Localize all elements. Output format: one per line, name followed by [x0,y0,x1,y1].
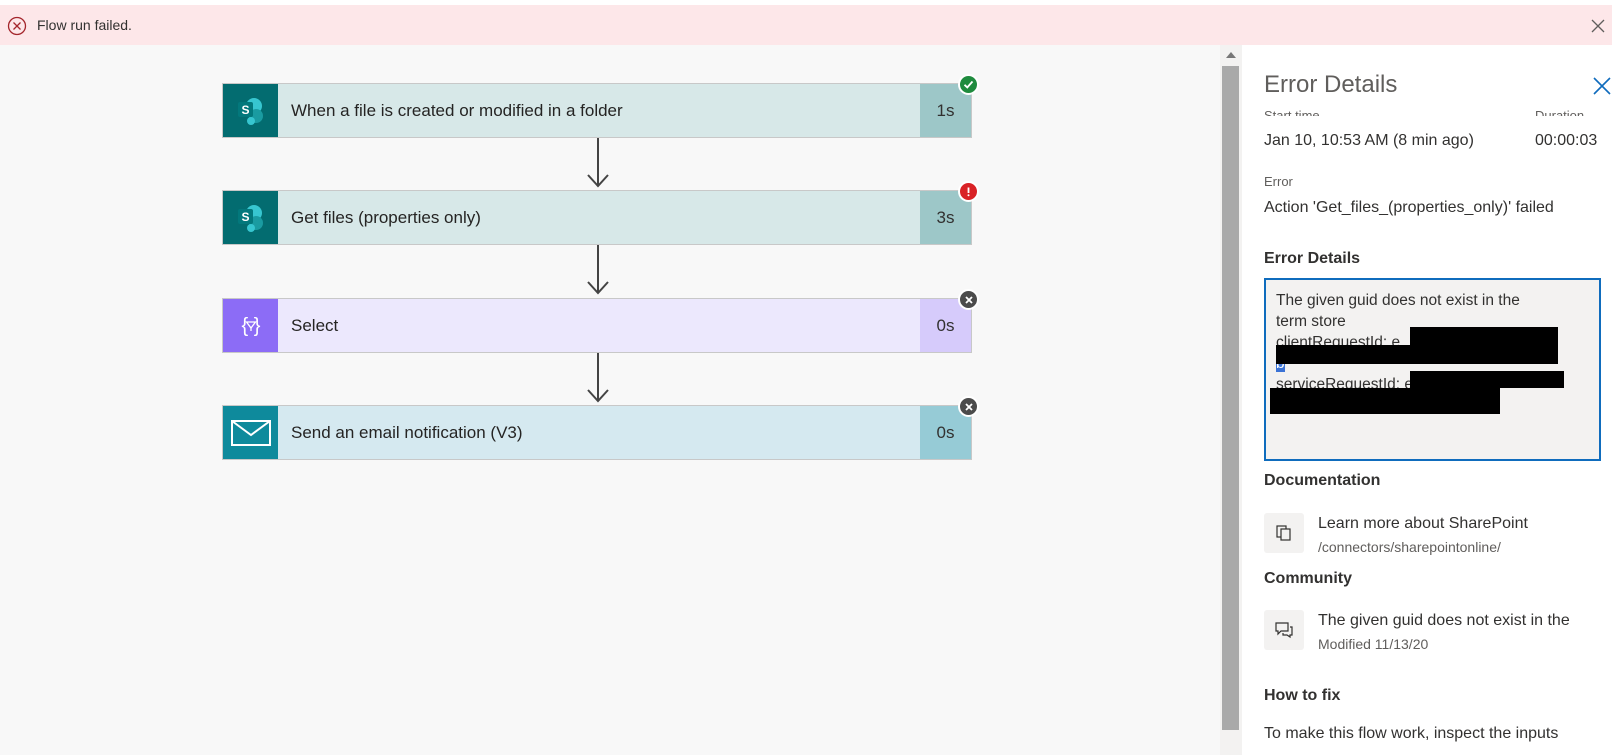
redaction-block [1270,388,1500,414]
flow-canvas: S When a file is created or modified in … [0,45,1220,755]
duration-label: Duration [1535,108,1585,116]
step-title: Send an email notification (V3) [291,422,523,442]
start-time-label: Start time [1264,108,1320,116]
flow-step-send-email[interactable]: Send an email notification (V3) 0s [222,405,972,460]
error-details-heading: Error Details [1264,250,1361,267]
community-heading: Community [1264,570,1352,587]
redaction-block [1410,327,1558,345]
success-check-icon [958,74,979,95]
arrow-down-icon [587,353,609,403]
flow-step-get-files[interactable]: S Get files (properties only) 3s [222,190,972,245]
documentation-title: Learn more about SharePoint [1318,515,1528,532]
document-copy-icon [1264,513,1304,553]
redaction-block [1276,345,1558,364]
documentation-heading: Documentation [1264,472,1381,489]
details-line: The given guid does not exist in the [1276,292,1520,309]
community-title: The given guid does not exist in the [1318,612,1570,629]
duration-value: 00:00:03 [1535,132,1598,149]
scroll-up-arrow-icon[interactable] [1226,52,1236,58]
error-details-panel: Error Details Start time Duration Jan 10… [1242,45,1612,755]
banner-close-icon[interactable] [1591,19,1605,33]
flow-step-trigger[interactable]: S When a file is created or modified in … [222,83,972,138]
skipped-x-icon [958,396,979,417]
documentation-link[interactable]: Learn more about SharePoint /connectors/… [1264,513,1612,563]
error-banner: Flow run failed. [0,5,1612,45]
step-title: Select [291,315,339,335]
svg-text:S: S [241,210,249,224]
svg-text:{ }: { } [241,315,260,337]
community-modified: Modified 11/13/20 [1318,636,1429,652]
error-message: Action 'Get_files_(properties_only)' fai… [1264,199,1554,216]
panel-close-icon[interactable] [1593,77,1611,95]
error-details-textarea[interactable]: The given guid does not exist in the ter… [1264,278,1601,461]
step-title: Get files (properties only) [291,207,481,227]
arrow-down-icon [587,138,609,188]
how-to-fix-text: To make this flow work, inspect the inpu… [1264,725,1559,742]
sharepoint-icon: S [223,84,278,137]
redaction-block [1410,371,1564,388]
panel-title: Error Details [1264,71,1398,98]
error-exclamation-icon [958,181,979,202]
scrollbar-thumb[interactable] [1222,66,1239,730]
error-circle-icon [7,16,27,36]
community-link[interactable]: The given guid does not exist in the Mod… [1264,610,1612,660]
skipped-x-icon [958,289,979,310]
data-operation-icon: { } [223,299,278,352]
details-line: term store [1276,313,1346,330]
arrow-down-icon [587,245,609,295]
mail-icon [223,406,278,459]
chat-bubbles-icon [1264,610,1304,650]
start-time-value: Jan 10, 10:53 AM (8 min ago) [1264,132,1474,149]
documentation-path: /connectors/sharepointonline/ [1318,539,1501,555]
flow-step-select[interactable]: { } Select 0s [222,298,972,353]
banner-message: Flow run failed. [37,17,132,33]
step-title: When a file is created or modified in a … [291,100,623,120]
sharepoint-icon: S [223,191,278,244]
svg-text:S: S [241,103,249,117]
error-label: Error [1264,174,1293,189]
how-to-fix-heading: How to fix [1264,687,1341,704]
